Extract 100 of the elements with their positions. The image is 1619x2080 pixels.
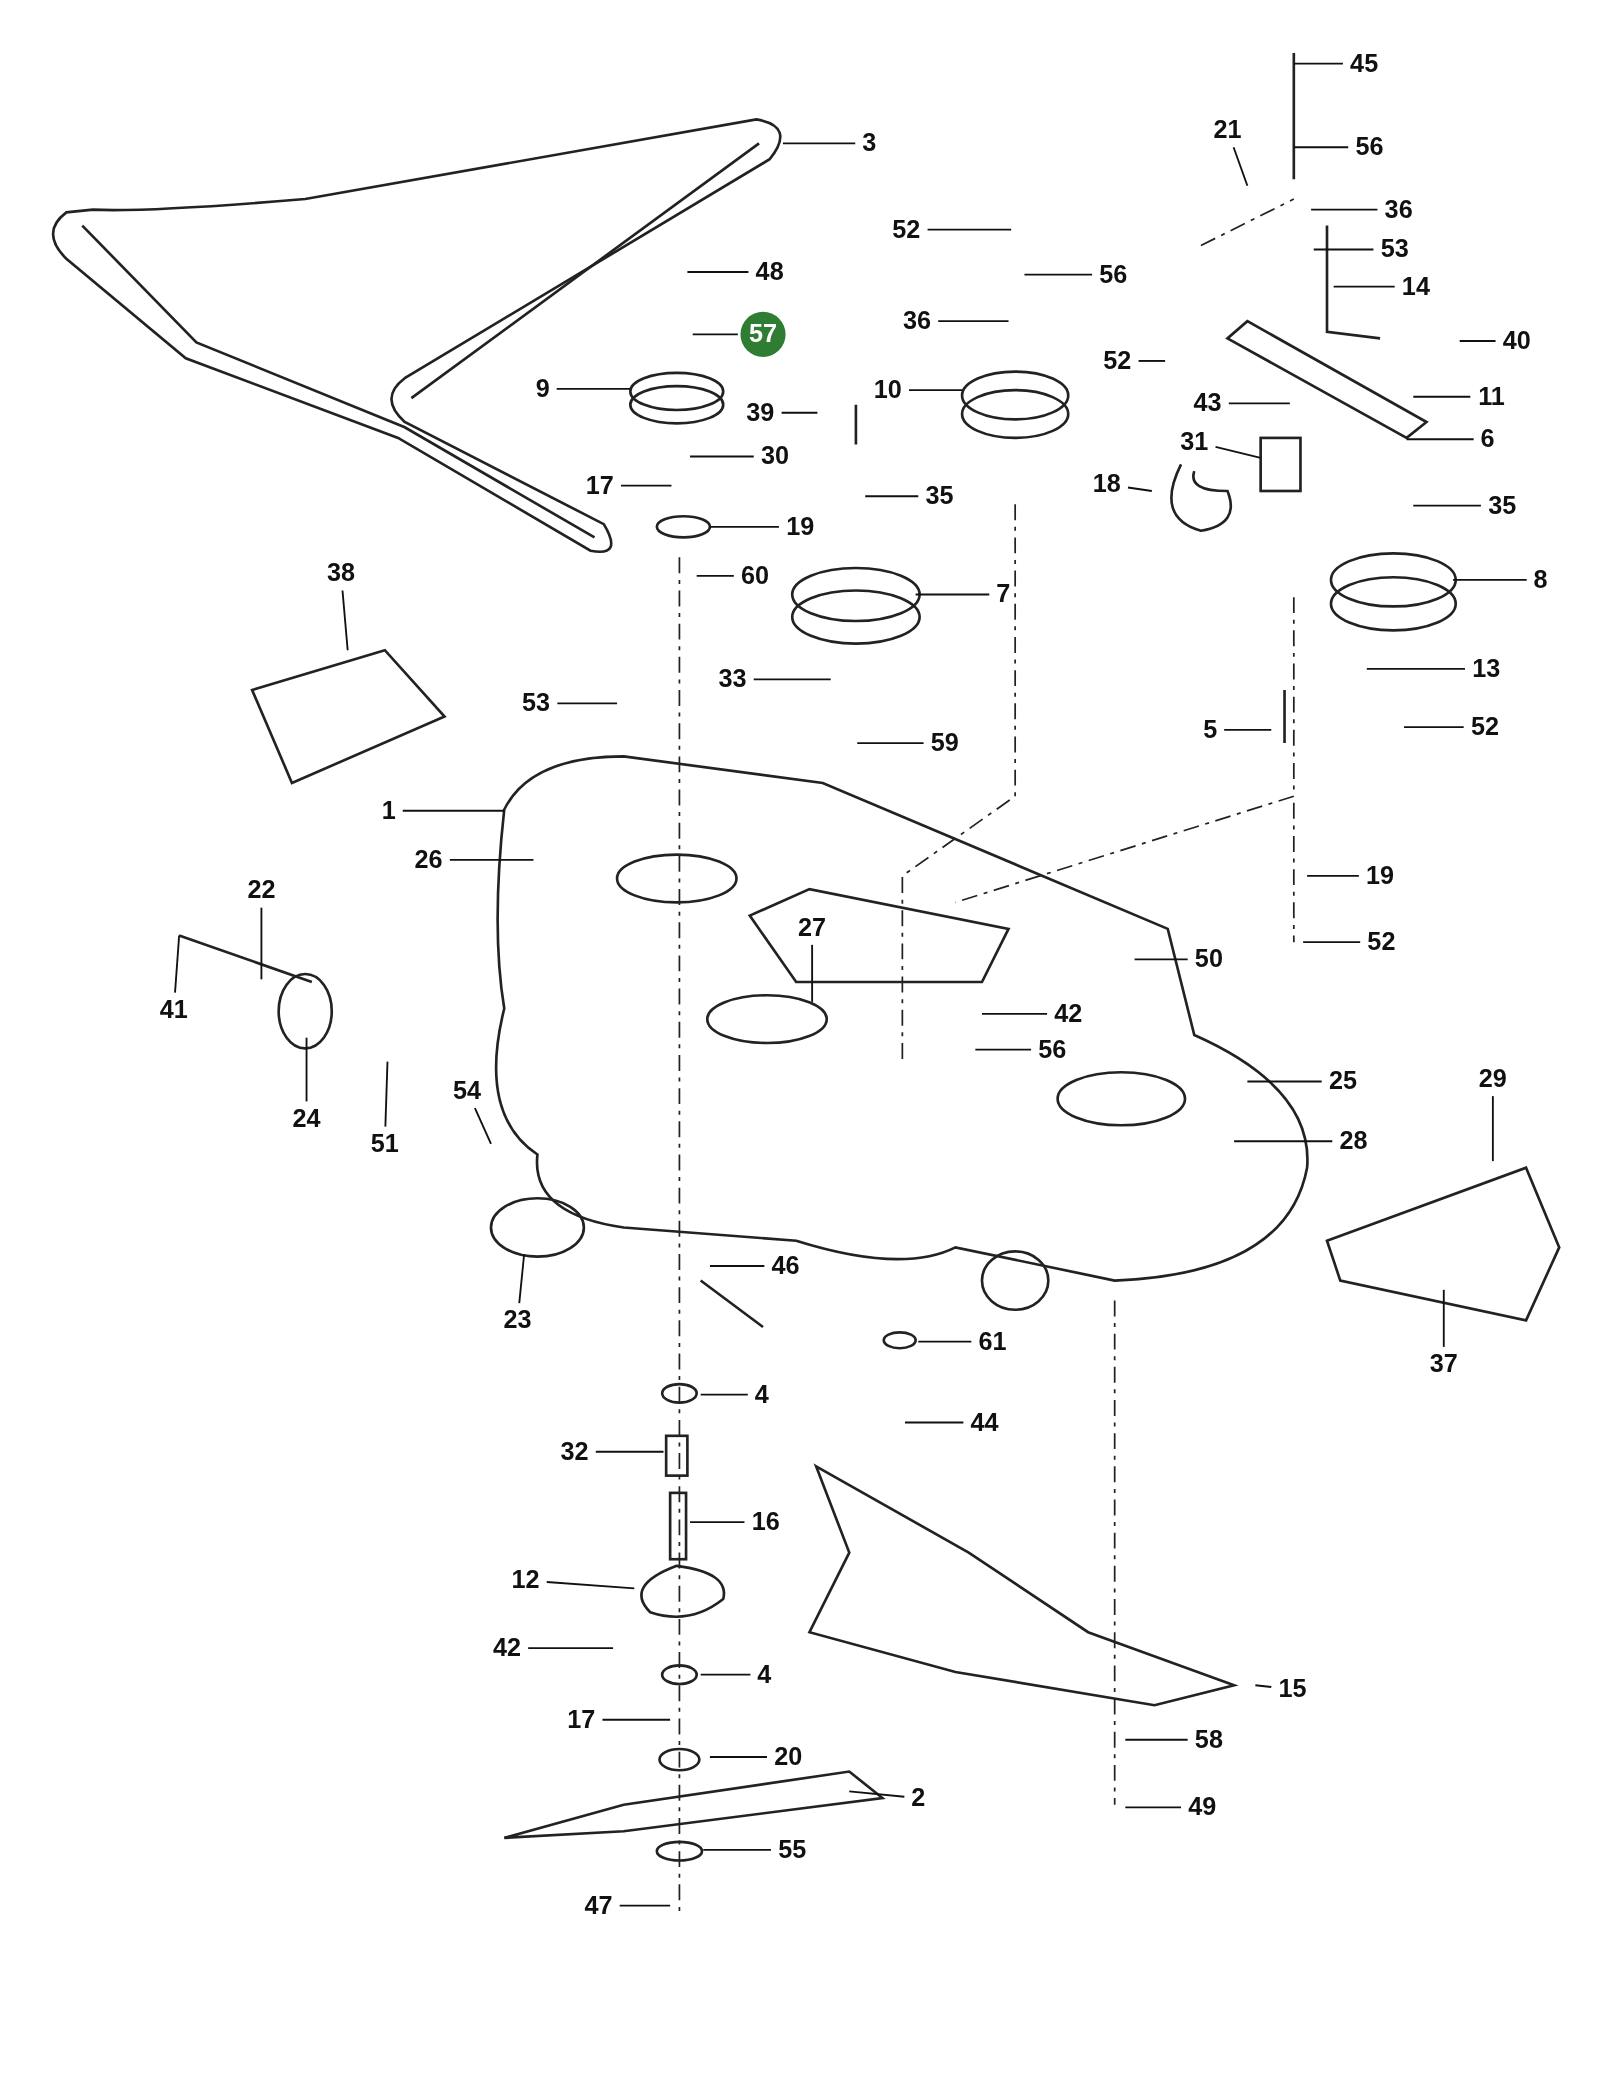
leader-line <box>689 455 755 458</box>
callout-number: 52 <box>1466 712 1504 742</box>
callout-number: 29 <box>1474 1064 1512 1094</box>
leader-line <box>926 228 1013 231</box>
leader-line <box>811 943 814 1003</box>
leader-line <box>699 1673 752 1676</box>
leader-line <box>1452 578 1528 581</box>
leader-line <box>686 271 750 273</box>
leader-line <box>1223 728 1273 731</box>
callout-number: 52 <box>1362 927 1400 957</box>
callout-number: 4 <box>753 1660 776 1690</box>
callout-number: 39 <box>741 398 779 428</box>
callout-number: 22 <box>242 875 280 905</box>
callout-number: 52 <box>1098 346 1136 376</box>
leader-line <box>1442 1288 1445 1348</box>
leader-line <box>1412 504 1482 507</box>
callout-number: 35 <box>920 481 959 511</box>
leader-line <box>856 742 925 745</box>
callout-number: 58 <box>1190 1725 1228 1755</box>
leader-line <box>695 575 735 577</box>
highlighted-callout-number: 57 <box>740 311 786 357</box>
leader-line <box>1127 486 1153 492</box>
callout-number: 37 <box>1425 1349 1463 1379</box>
leader-line <box>1124 1738 1189 1741</box>
leader-line <box>1133 958 1189 961</box>
callout-number: 61 <box>974 1327 1012 1357</box>
leader-line <box>691 333 739 336</box>
callout-number: 49 <box>1183 1792 1221 1822</box>
callout-number: 48 <box>751 257 789 287</box>
leader-line <box>1254 1684 1273 1688</box>
callout-number: 35 <box>1483 491 1521 521</box>
leader-line <box>1302 941 1362 944</box>
leader-line <box>1310 208 1379 211</box>
callout-number: 8 <box>1529 565 1552 595</box>
leader-line <box>601 1718 672 1721</box>
leader-line <box>974 1048 1032 1051</box>
callout-number: 2 <box>907 1783 930 1813</box>
leader-line <box>620 484 673 487</box>
callout-number: 38 <box>322 558 360 588</box>
callout-number: 60 <box>736 561 774 591</box>
callout-number: 19 <box>781 512 819 542</box>
leader-line <box>1458 340 1497 342</box>
callout-number: 47 <box>579 1890 618 1921</box>
leader-line <box>689 1521 746 1523</box>
callout-number: 44 <box>966 1407 1004 1438</box>
leader-line <box>1214 446 1262 459</box>
leader-line <box>1403 726 1465 729</box>
leader-line <box>699 1393 749 1396</box>
callout-number: 31 <box>1175 427 1213 457</box>
leader-line <box>384 1060 389 1128</box>
leader-line <box>474 1107 492 1145</box>
leader-line <box>545 1581 636 1590</box>
leader-line <box>1332 285 1396 288</box>
callout-number: 54 <box>448 1076 486 1106</box>
callout-number: 42 <box>488 1633 526 1663</box>
leader-line <box>1365 667 1466 670</box>
leader-line <box>518 1253 526 1305</box>
callout-number: 30 <box>756 441 794 472</box>
leader-line <box>448 858 535 861</box>
leader-line <box>260 906 263 981</box>
callout-number: 12 <box>506 1565 545 1596</box>
leader-line <box>782 142 857 145</box>
leader-line <box>904 1421 965 1424</box>
leader-line <box>937 320 1010 323</box>
leader-line <box>917 1340 973 1343</box>
leader-line <box>709 525 780 528</box>
callout-number: 36 <box>898 306 936 336</box>
leader-line <box>594 1450 665 1453</box>
callout-number: 4 <box>750 1380 773 1410</box>
callout-number: 13 <box>1467 654 1505 684</box>
leader-line <box>1232 146 1249 187</box>
callout-number: 26 <box>410 845 448 875</box>
callout-number: 36 <box>1380 195 1418 225</box>
callout-number: 18 <box>1088 469 1126 499</box>
callout-number: 14 <box>1397 272 1435 302</box>
callout-number: 55 <box>773 1835 811 1865</box>
leader-line <box>752 678 832 681</box>
leader-line <box>908 389 963 392</box>
leader-line <box>527 1647 614 1650</box>
callout-number: 27 <box>793 913 831 943</box>
callout-number: 10 <box>869 375 907 405</box>
callout-number: 17 <box>562 1705 600 1735</box>
leader-line <box>555 387 632 390</box>
leader-line <box>914 593 991 596</box>
callout-number: 3 <box>857 128 881 158</box>
callout-number: 19 <box>1361 861 1399 891</box>
leader-line <box>1233 1140 1334 1143</box>
leader-line <box>709 1265 766 1267</box>
callout-number: 25 <box>1324 1066 1362 1097</box>
callout-number: 56 <box>1350 132 1389 162</box>
callout-number: 51 <box>366 1129 404 1159</box>
leader-line <box>1292 146 1350 149</box>
callout-number: 40 <box>1498 326 1536 356</box>
callout-number: 43 <box>1189 388 1227 418</box>
leader-line <box>1405 438 1475 441</box>
leader-line <box>780 411 819 414</box>
leader-line <box>341 589 349 652</box>
leader-line <box>1292 62 1344 65</box>
callout-number: 6 <box>1476 424 1499 454</box>
leader-line <box>1137 360 1167 362</box>
